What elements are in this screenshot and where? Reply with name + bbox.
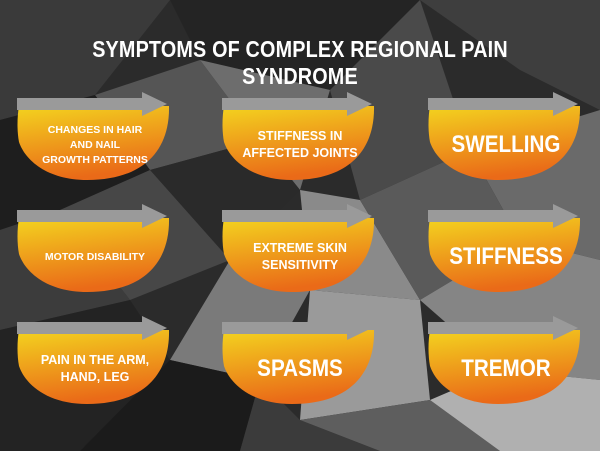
symptom-card: STIFFNESS <box>428 204 588 294</box>
leaf-arrow-shape <box>222 204 375 292</box>
symptom-card: STIFFNESS IN AFFECTED JOINTS <box>222 92 382 182</box>
symptom-label: TREMOR <box>461 355 551 382</box>
leaf-arrow-shape <box>222 92 375 180</box>
symptom-card: EXTREME SKIN SENSITIVITY <box>222 204 382 294</box>
symptom-card: CHANGES IN HAIR AND NAIL GROWTH PATTERNS <box>17 92 177 182</box>
symptom-label: CHANGES IN HAIR AND NAIL GROWTH PATTERNS <box>42 123 148 166</box>
leaf-arrow-shape <box>428 204 581 292</box>
symptom-label: EXTREME SKIN SENSITIVITY <box>253 241 347 272</box>
page-title: SYMPTOMS OF COMPLEX REGIONAL PAIN SYNDRO… <box>92 36 508 89</box>
leaf-arrow-shape <box>428 316 581 404</box>
symptom-card: SWELLING <box>428 92 588 182</box>
symptom-label: SWELLING <box>451 131 561 158</box>
symptom-card: PAIN IN THE ARM, HAND, LEG <box>17 316 177 406</box>
symptom-card: TREMOR <box>428 316 588 406</box>
symptom-card: MOTOR DISABILITY <box>17 204 177 294</box>
symptom-card: SPASMS <box>222 316 382 406</box>
symptom-label: PAIN IN THE ARM, HAND, LEG <box>40 353 150 384</box>
leaf-arrow-shape <box>428 92 581 180</box>
leaf-arrow-shape <box>222 316 375 404</box>
leaf-arrow-shape <box>17 92 170 180</box>
symptom-label: MOTOR DISABILITY <box>44 250 146 263</box>
symptom-label: STIFFNESS IN AFFECTED JOINTS <box>242 129 358 160</box>
symptom-label: STIFFNESS <box>449 243 563 270</box>
symptom-label: SPASMS <box>257 355 343 382</box>
leaf-arrow-shape <box>17 204 170 292</box>
leaf-arrow-shape <box>17 316 170 404</box>
